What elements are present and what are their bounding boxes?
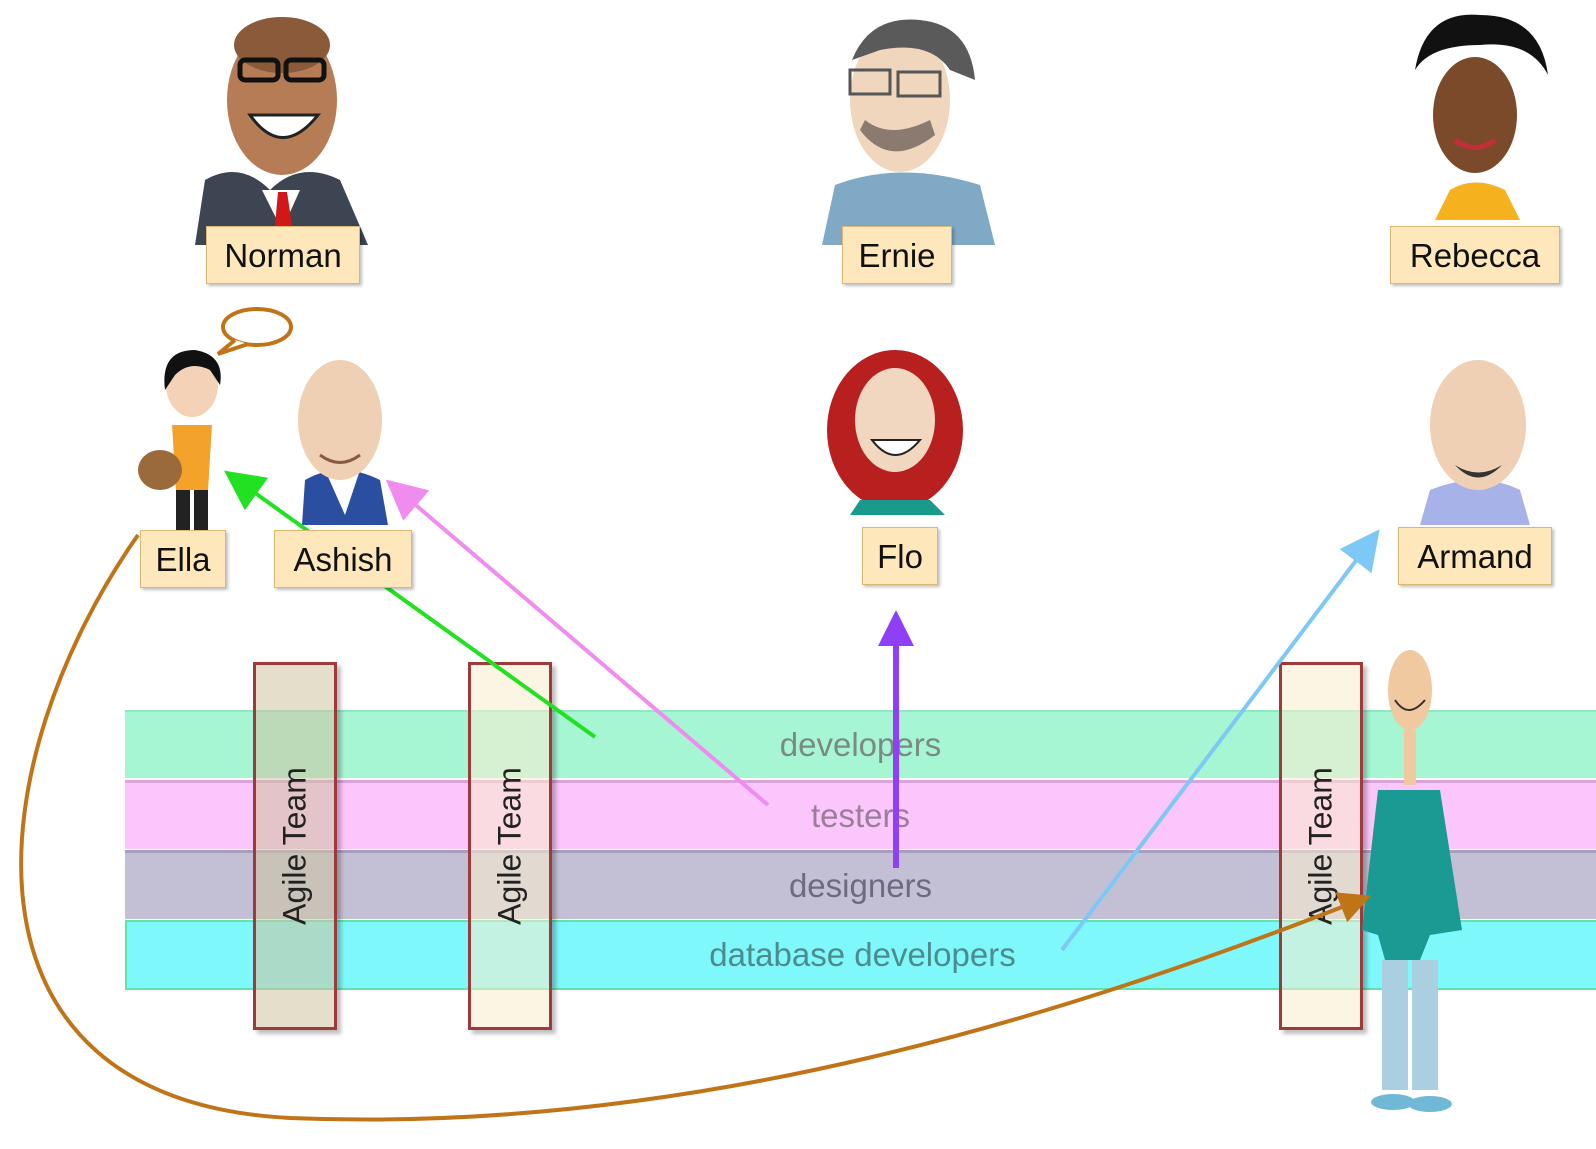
- name-label-flo: Flo: [862, 527, 938, 585]
- ernie-caricature: [822, 19, 995, 245]
- arrow-ella-to-standing-man: [19, 533, 1372, 1122]
- speech-bubble-icon: [216, 307, 293, 356]
- standing-man-caricature: [1362, 650, 1462, 1112]
- ella-caricature: [138, 350, 221, 530]
- flo-caricature: [827, 350, 963, 515]
- norman-caricature: [195, 17, 368, 245]
- name-label-ashish: Ashish: [274, 530, 412, 588]
- band-developers-label: developers: [779, 726, 942, 763]
- name-label-norman: Norman: [206, 226, 360, 284]
- armand-caricature: [1420, 360, 1530, 525]
- band-designers-label: designers: [788, 867, 933, 904]
- agile-team-column-2: Agile Team: [468, 662, 552, 1030]
- agile-team-column-3: Agile Team: [1279, 662, 1363, 1030]
- arrow-developers-to-ella: [224, 470, 597, 739]
- name-label-rebecca: Rebecca: [1390, 226, 1560, 284]
- ashish-caricature: [298, 360, 388, 525]
- name-label-ella: Ella: [140, 530, 226, 588]
- name-label-armand: Armand: [1398, 527, 1552, 585]
- arrow-database-to-armand: [1060, 529, 1380, 952]
- agile-team-column-1: Agile Team: [253, 662, 337, 1030]
- name-label-ernie: Ernie: [842, 226, 952, 284]
- arrow-testers-to-ashish: [385, 479, 770, 807]
- rebecca-caricature: [1415, 14, 1548, 220]
- band-database-developers-label: database developers: [709, 936, 1016, 973]
